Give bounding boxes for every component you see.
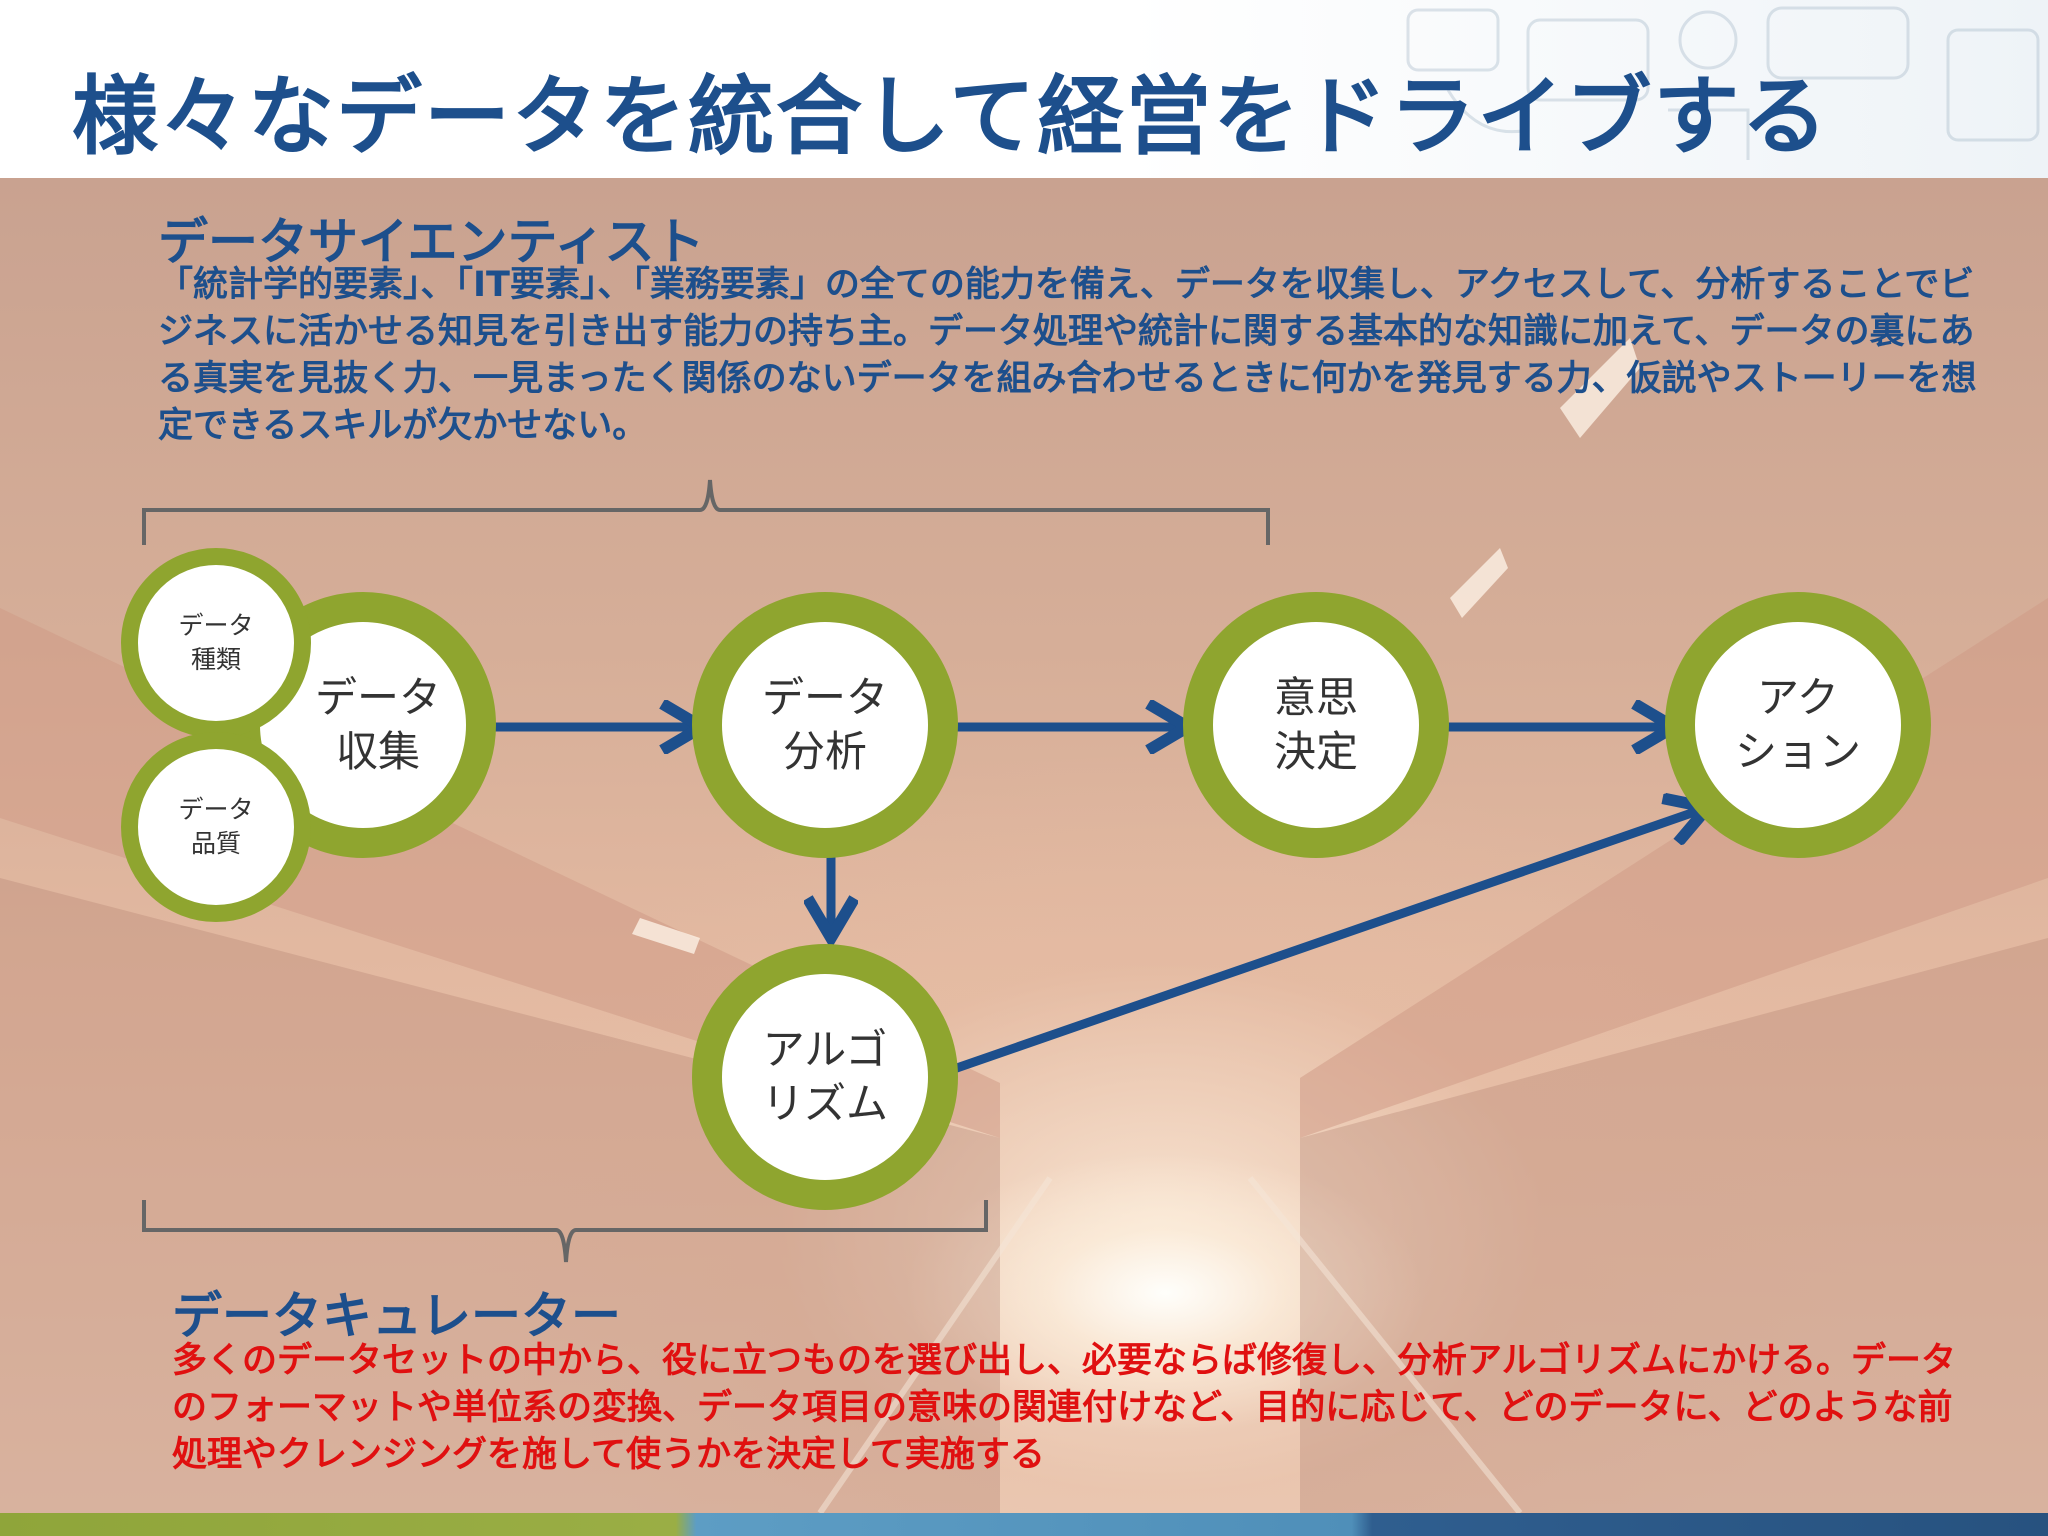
node-decision-label: 意思 決定 [1273, 673, 1358, 776]
scientist-bracket [142, 479, 1270, 545]
node-decision: 意思 決定 [1183, 592, 1449, 858]
node-algorithm-label: アルゴ リズム [761, 1025, 888, 1128]
node-data-analysis: データ 分析 [692, 592, 958, 858]
slide-header: 様々なデータを統合して経営をドライブする [0, 0, 2048, 178]
data-scientist-heading: データサイエンティスト [158, 213, 705, 271]
node-data-types: データ 種類 [121, 548, 311, 738]
node-data-quality: データ 品質 [121, 732, 311, 922]
footer-color-strip [0, 1513, 2048, 1536]
node-data-quality-label: データ 品質 [178, 795, 254, 858]
data-scientist-description: 「統計学的要素」、「IT要素」、「業務要素」の全ての能力を備え、データを収集し、… [158, 265, 1977, 446]
curator-bracket [142, 1200, 988, 1263]
node-algorithm: アルゴ リズム [692, 944, 958, 1210]
node-action-label: アク ション [1734, 673, 1861, 776]
data-curator-description: 多くのデータセットの中から、役に立つものを選び出し、必要ならば修復し、分析アルゴ… [172, 1341, 1956, 1475]
slide-title: 様々なデータを統合して経営をドライブする [72, 67, 1830, 167]
header-decoration [1406, 6, 2040, 160]
node-action: アク ション [1665, 592, 1931, 858]
data-curator-heading: データキュレーター [172, 1287, 621, 1345]
node-data-collection-label: データ 収集 [314, 673, 441, 776]
arrow-algorithm-to-action [949, 808, 1706, 1075]
node-data-types-label: データ 種類 [178, 611, 254, 674]
node-data-analysis-label: データ 分析 [761, 673, 888, 776]
